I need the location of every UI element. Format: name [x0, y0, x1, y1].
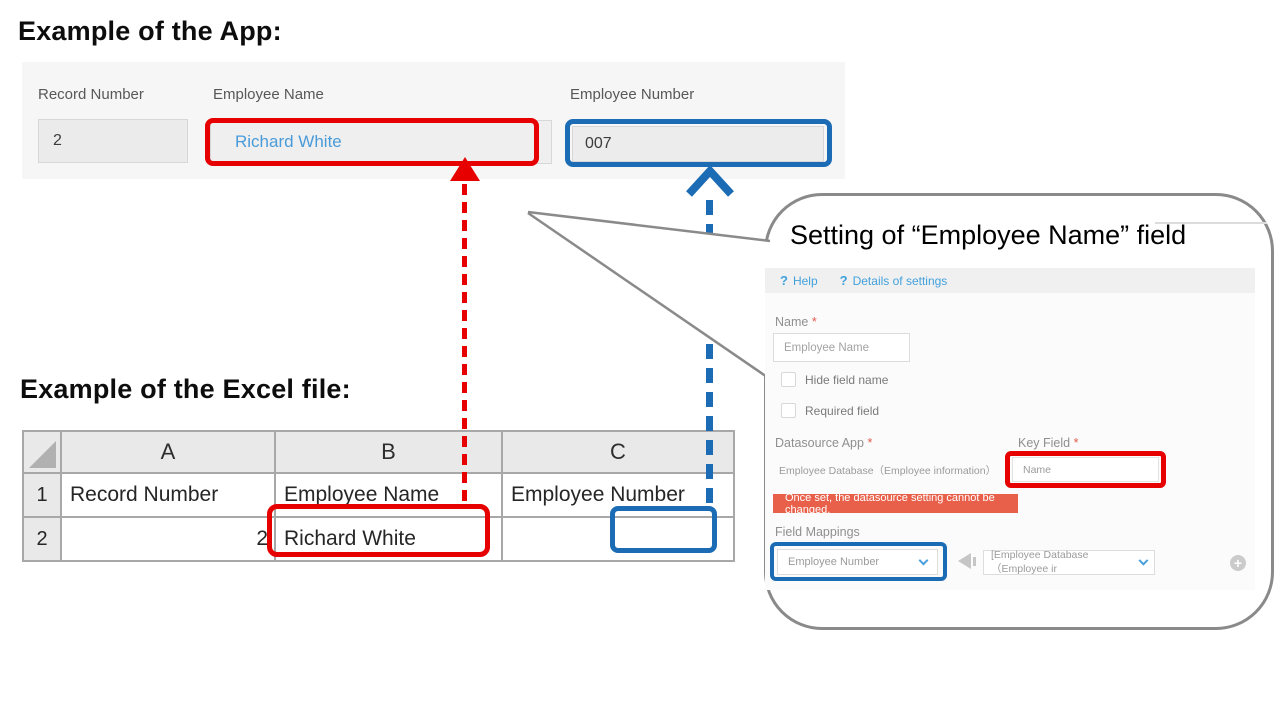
app-employee-name-highlight-red-box	[205, 118, 539, 166]
mapping-field-select-value: Employee Number	[788, 556, 880, 568]
mapping-select-highlight-blue-box	[770, 542, 947, 581]
mapping-field-select[interactable]: Employee Number	[777, 549, 938, 575]
excel-col-header-a: A	[62, 432, 274, 472]
record-number-label: Record Number	[38, 86, 144, 103]
red-arrow-up-icon	[450, 157, 480, 181]
required-asterisk: *	[811, 315, 817, 329]
question-mark-icon: ?	[780, 273, 788, 288]
required-asterisk: *	[867, 436, 873, 450]
help-link-label: Help	[792, 273, 818, 288]
excel-cell-a2: 2	[62, 518, 274, 560]
settings-help-bar: ? Help ? Details of settings	[765, 268, 1255, 293]
app-example-heading: Example of the App:	[18, 16, 282, 46]
datasource-app-value: Employee Database（Employee information）	[779, 465, 997, 477]
blue-arrow-up-icon	[686, 166, 734, 197]
required-field-row: Required field	[781, 403, 879, 418]
datasource-field-select[interactable]: [Employee Database（Employee ir	[983, 549, 1155, 575]
excel-select-all-corner	[24, 432, 60, 472]
screenshot-edge-line	[1155, 222, 1267, 224]
required-asterisk: *	[1073, 436, 1079, 450]
blue-dashed-connector	[706, 200, 713, 506]
field-mappings-label: Field Mappings	[775, 525, 860, 539]
add-mapping-button[interactable]: +	[1230, 555, 1246, 571]
record-number-field[interactable]: 2	[38, 119, 188, 163]
excel-employee-number-highlight-blue-box	[610, 506, 717, 553]
hide-field-name-row: Hide field name	[781, 372, 888, 387]
excel-col-header-c: C	[503, 432, 733, 472]
excel-example-heading: Example of the Excel file:	[20, 374, 351, 404]
details-of-settings-link[interactable]: ? Details of settings	[840, 273, 948, 288]
map-back-arrow-icon[interactable]	[958, 553, 976, 569]
employee-number-label: Employee Number	[570, 86, 695, 103]
required-field-checkbox[interactable]	[781, 403, 796, 418]
details-link-label: Details of settings	[852, 273, 948, 288]
select-all-triangle-icon	[29, 441, 56, 468]
key-field-highlight-red-box	[1005, 451, 1166, 488]
name-field-label: Name *	[775, 315, 817, 329]
datasource-app-label: Datasource App *	[775, 436, 873, 450]
red-dashed-connector	[462, 184, 467, 506]
callout-title: Setting of “Employee Name” field	[790, 220, 1187, 250]
excel-row-header-1: 1	[24, 474, 60, 516]
datasource-field-select-value: [Employee Database（Employee ir	[991, 549, 1089, 575]
question-mark-icon: ?	[839, 273, 848, 288]
datasource-warning-banner: Once set, the datasource setting cannot …	[773, 492, 1018, 516]
help-link[interactable]: ? Help	[780, 273, 818, 288]
app-employee-number-highlight-blue-box	[565, 119, 832, 167]
employee-name-field[interactable]: Richard White	[210, 120, 552, 164]
field-settings-panel: ? Help ? Details of settings Name * Empl…	[765, 268, 1255, 590]
excel-cell-a1: Record Number	[62, 474, 274, 516]
excel-col-header-b: B	[276, 432, 501, 472]
excel-cell-c2	[503, 518, 733, 560]
employee-number-field[interactable]: 007	[572, 126, 824, 162]
excel-row-header-2: 2	[24, 518, 60, 560]
key-field-label: Key Field *	[1018, 436, 1079, 450]
employee-name-label: Employee Name	[213, 86, 324, 103]
hide-field-name-label: Hide field name	[805, 372, 889, 387]
name-input[interactable]: Employee Name	[773, 333, 910, 362]
excel-employee-name-highlight-red-box	[267, 504, 490, 557]
key-field-input[interactable]: Name	[1012, 457, 1159, 482]
hide-field-name-checkbox[interactable]	[781, 372, 796, 387]
required-field-label: Required field	[805, 403, 880, 418]
